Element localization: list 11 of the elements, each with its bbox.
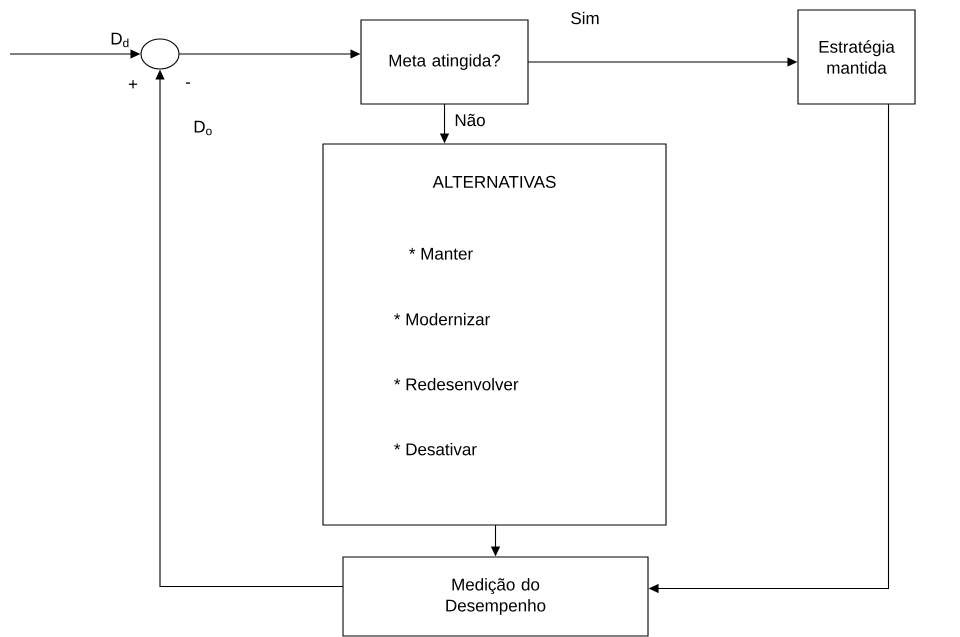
process-box: Estratégia mantida bbox=[797, 9, 916, 105]
edge-label: D$_{o}$ bbox=[192, 120, 214, 136]
edge-label: Sim bbox=[569, 10, 601, 26]
edge-label: D$_{d}$ bbox=[109, 32, 131, 48]
summing-junction bbox=[140, 38, 180, 70]
sign-label: + bbox=[128, 80, 138, 88]
sign-label: - bbox=[186, 82, 190, 84]
process-box: ALTERNATIVAS * Manter * Modernizar * Redesenvolver * Desativar bbox=[322, 143, 667, 526]
process-box: Medição do Desempenho bbox=[342, 556, 649, 637]
edge-label: Não bbox=[453, 112, 487, 128]
process-box: Meta atingida? bbox=[360, 19, 529, 105]
